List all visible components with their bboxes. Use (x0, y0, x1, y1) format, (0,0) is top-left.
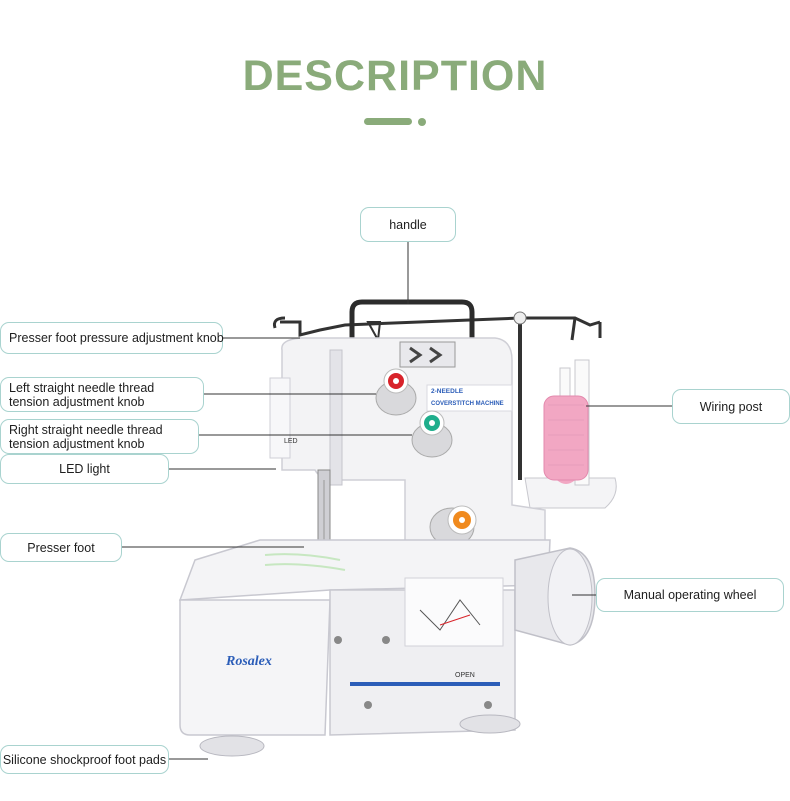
foot-pads (199, 714, 521, 757)
label-foot-pads-text: Silicone shockproof foot pads (2, 752, 167, 767)
label-right-tension-line1: Right straight needle thread (9, 422, 163, 437)
label-presser-foot: Presser foot (0, 533, 122, 562)
title-divider-dot (418, 118, 426, 126)
model-label-line2: COVERSTITCH MACHINE (431, 401, 504, 407)
upper-body: 2-NEEDLE COVERSTITCH MACHINE LED (269, 337, 546, 561)
lower-body: OPEN Rosalex (178, 539, 551, 736)
label-handle: handle (360, 207, 456, 242)
handle-shape (349, 299, 475, 345)
label-led-light-text: LED light (59, 462, 110, 476)
label-foot-pads: Silicone shockproof foot pads (0, 745, 169, 774)
label-handle-text: handle (389, 217, 427, 232)
label-right-tension-line2: tension adjustment knob (9, 436, 145, 451)
label-right-tension: Right straight needle thread tension adj… (0, 419, 199, 454)
label-pressure-knob: Presser foot pressure adjustment knob (0, 322, 224, 354)
open-marking: OPEN (455, 672, 475, 679)
label-pressure-knob-text: Presser foot pressure adjustment knob (9, 331, 224, 345)
label-operating-wheel-text: Manual operating wheel (623, 588, 757, 602)
model-label-line1: 2-NEEDLE (431, 388, 464, 395)
page-title: DESCRIPTION (242, 52, 548, 100)
leader-lines (122, 242, 672, 760)
operating-wheel (514, 547, 596, 646)
label-wiring-post-text: Wiring post (699, 399, 763, 414)
label-operating-wheel: Manual operating wheel (596, 578, 784, 612)
led-marking: LED (284, 438, 298, 445)
spool-holder (524, 359, 617, 509)
label-wiring-post: Wiring post (672, 389, 790, 424)
label-led-light: LED light (0, 454, 169, 484)
knobs (375, 368, 477, 547)
brand-logo: Rosalex (225, 654, 272, 669)
label-left-tension-line1: Left straight needle thread (9, 380, 155, 395)
label-left-tension-line2: tension adjustment knob (9, 394, 145, 409)
label-left-tension: Left straight needle thread tension adju… (0, 377, 204, 412)
label-presser-foot-text: Presser foot (27, 540, 95, 555)
title-divider-bar (364, 118, 412, 125)
